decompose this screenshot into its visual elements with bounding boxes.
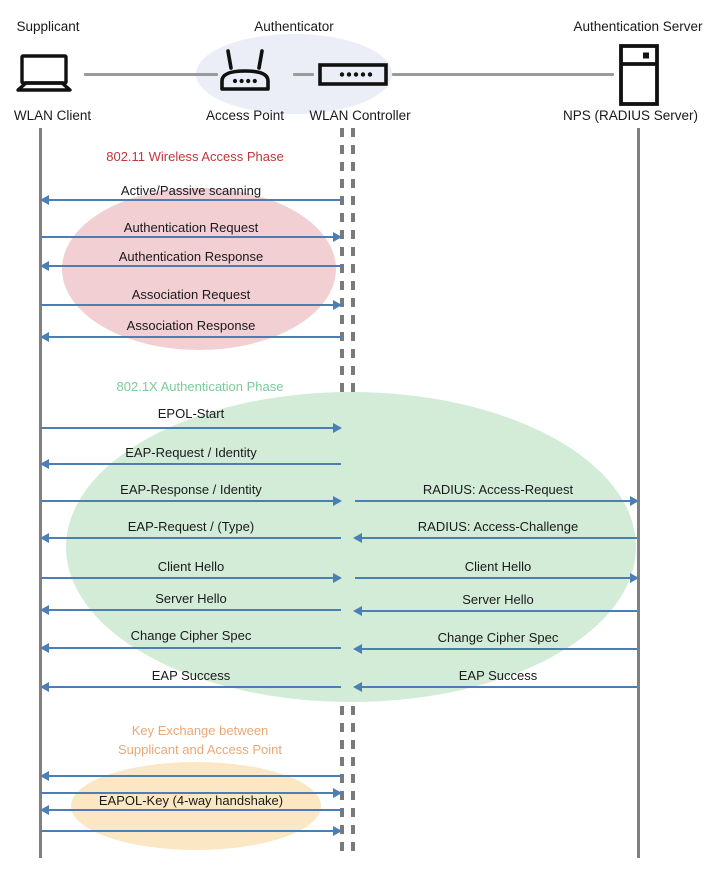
phase-title-key-exchange-line2: Supplicant and Access Point (117, 742, 283, 757)
msg-arrowhead-left-15 (40, 805, 49, 815)
msg-label-left-5: EPOL-Start (157, 406, 225, 421)
msg-label-left-1: Authentication Request (123, 220, 259, 235)
msg-line-left-6 (46, 463, 341, 465)
msg-label-left-3: Association Request (131, 287, 251, 302)
lifeline-supplicant (39, 128, 42, 858)
msg-arrowhead-right-3 (353, 606, 362, 616)
phase-title-dot1x: 802.1X Authentication Phase (116, 379, 284, 394)
msg-label-left-12: EAP Success (151, 668, 231, 683)
msg-line-left-12 (46, 686, 341, 688)
msg-label-left-7: EAP-Response / Identity (120, 482, 262, 497)
msg-label-right-4: Change Cipher Spec (437, 630, 559, 645)
msg-label-right-2: Client Hello (464, 559, 532, 574)
msg-label-left-10: Server Hello (155, 591, 227, 606)
msg-line-left-15 (46, 809, 341, 811)
msg-label-right-1: RADIUS: Access-Challenge (417, 519, 579, 534)
wire-ap-to-controller (293, 73, 314, 76)
msg-line-left-7 (41, 500, 335, 502)
msg-arrowhead-left-5 (333, 423, 342, 433)
msg-arrowhead-right-5 (353, 682, 362, 692)
msg-line-left-16 (41, 830, 335, 832)
msg-arrowhead-left-7 (333, 496, 342, 506)
msg-arrowhead-left-16 (333, 826, 342, 836)
msg-arrowhead-left-6 (40, 459, 49, 469)
phase-ellipse-dot1x (66, 392, 636, 702)
msg-arrowhead-right-0 (630, 496, 639, 506)
msg-arrowhead-left-2 (40, 261, 49, 271)
msg-line-right-5 (359, 686, 637, 688)
actor-name-wlan-controller: WLAN Controller (309, 108, 411, 123)
msg-label-left-2: Authentication Response (118, 249, 264, 264)
msg-label-left-9: Client Hello (157, 559, 225, 574)
msg-label-left-4: Association Response (126, 318, 256, 333)
msg-arrowhead-right-2 (630, 573, 639, 583)
msg-line-left-10 (46, 609, 341, 611)
msg-line-right-2 (355, 577, 632, 579)
msg-arrowhead-left-1 (333, 232, 342, 242)
msg-line-right-4 (359, 648, 637, 650)
msg-arrowhead-left-14 (333, 788, 342, 798)
laptop-icon (14, 54, 74, 99)
msg-line-left-1 (41, 236, 335, 238)
wire-client-to-ap (84, 73, 218, 76)
msg-label-right-3: Server Hello (462, 592, 534, 607)
msg-arrowhead-left-11 (40, 643, 49, 653)
phase-title-key-exchange-line1: Key Exchange between (131, 723, 269, 738)
actor-role-authenticator: Authenticator (254, 19, 334, 34)
msg-arrowhead-right-4 (353, 644, 362, 654)
msg-label-right-5: EAP Success (458, 668, 538, 683)
msg-label-left-15: EAPOL-Key (4-way handshake) (98, 793, 284, 808)
msg-arrowhead-left-4 (40, 332, 49, 342)
msg-line-left-0 (46, 199, 341, 201)
actor-role-authentication-server: Authentication Server (573, 19, 703, 34)
msg-line-left-8 (46, 537, 341, 539)
actor-name-nps-radius-server: NPS (RADIUS Server) (562, 108, 699, 123)
wire-controller-to-server (392, 73, 614, 76)
msg-arrowhead-left-3 (333, 300, 342, 310)
lifeline-authentication-server (637, 128, 640, 858)
actor-name-wlan-client: WLAN Client (13, 108, 92, 123)
msg-label-left-11: Change Cipher Spec (130, 628, 252, 643)
msg-line-left-3 (41, 304, 335, 306)
wlan-controller-icon (318, 62, 388, 92)
msg-arrowhead-left-9 (333, 573, 342, 583)
msg-line-left-13 (46, 775, 341, 777)
access-point-icon (216, 48, 274, 99)
msg-arrowhead-left-12 (40, 682, 49, 692)
msg-line-left-2 (46, 265, 341, 267)
msg-arrowhead-right-1 (353, 533, 362, 543)
msg-arrowhead-left-13 (40, 771, 49, 781)
msg-line-left-4 (46, 336, 341, 338)
msg-label-left-0: Active/Passive scanning (120, 183, 262, 198)
msg-line-left-5 (41, 427, 335, 429)
msg-label-left-8: EAP-Request / (Type) (127, 519, 255, 534)
phase-title-wireless: 802.11 Wireless Access Phase (106, 149, 284, 164)
msg-line-left-14 (41, 792, 335, 794)
phase-ellipse-key-exchange (71, 762, 321, 850)
msg-arrowhead-left-0 (40, 195, 49, 205)
msg-line-right-3 (359, 610, 637, 612)
msg-line-left-11 (46, 647, 341, 649)
actor-name-access-point: Access Point (205, 108, 285, 123)
msg-label-right-0: RADIUS: Access-Request (422, 482, 574, 497)
actor-role-supplicant: Supplicant (16, 19, 80, 34)
msg-line-left-9 (41, 577, 335, 579)
msg-arrowhead-left-10 (40, 605, 49, 615)
phase-ellipse-wireless (62, 188, 336, 350)
server-icon (617, 44, 661, 113)
msg-line-right-0 (355, 500, 632, 502)
msg-label-left-6: EAP-Request / Identity (125, 445, 257, 460)
msg-arrowhead-left-8 (40, 533, 49, 543)
msg-line-right-1 (359, 537, 637, 539)
